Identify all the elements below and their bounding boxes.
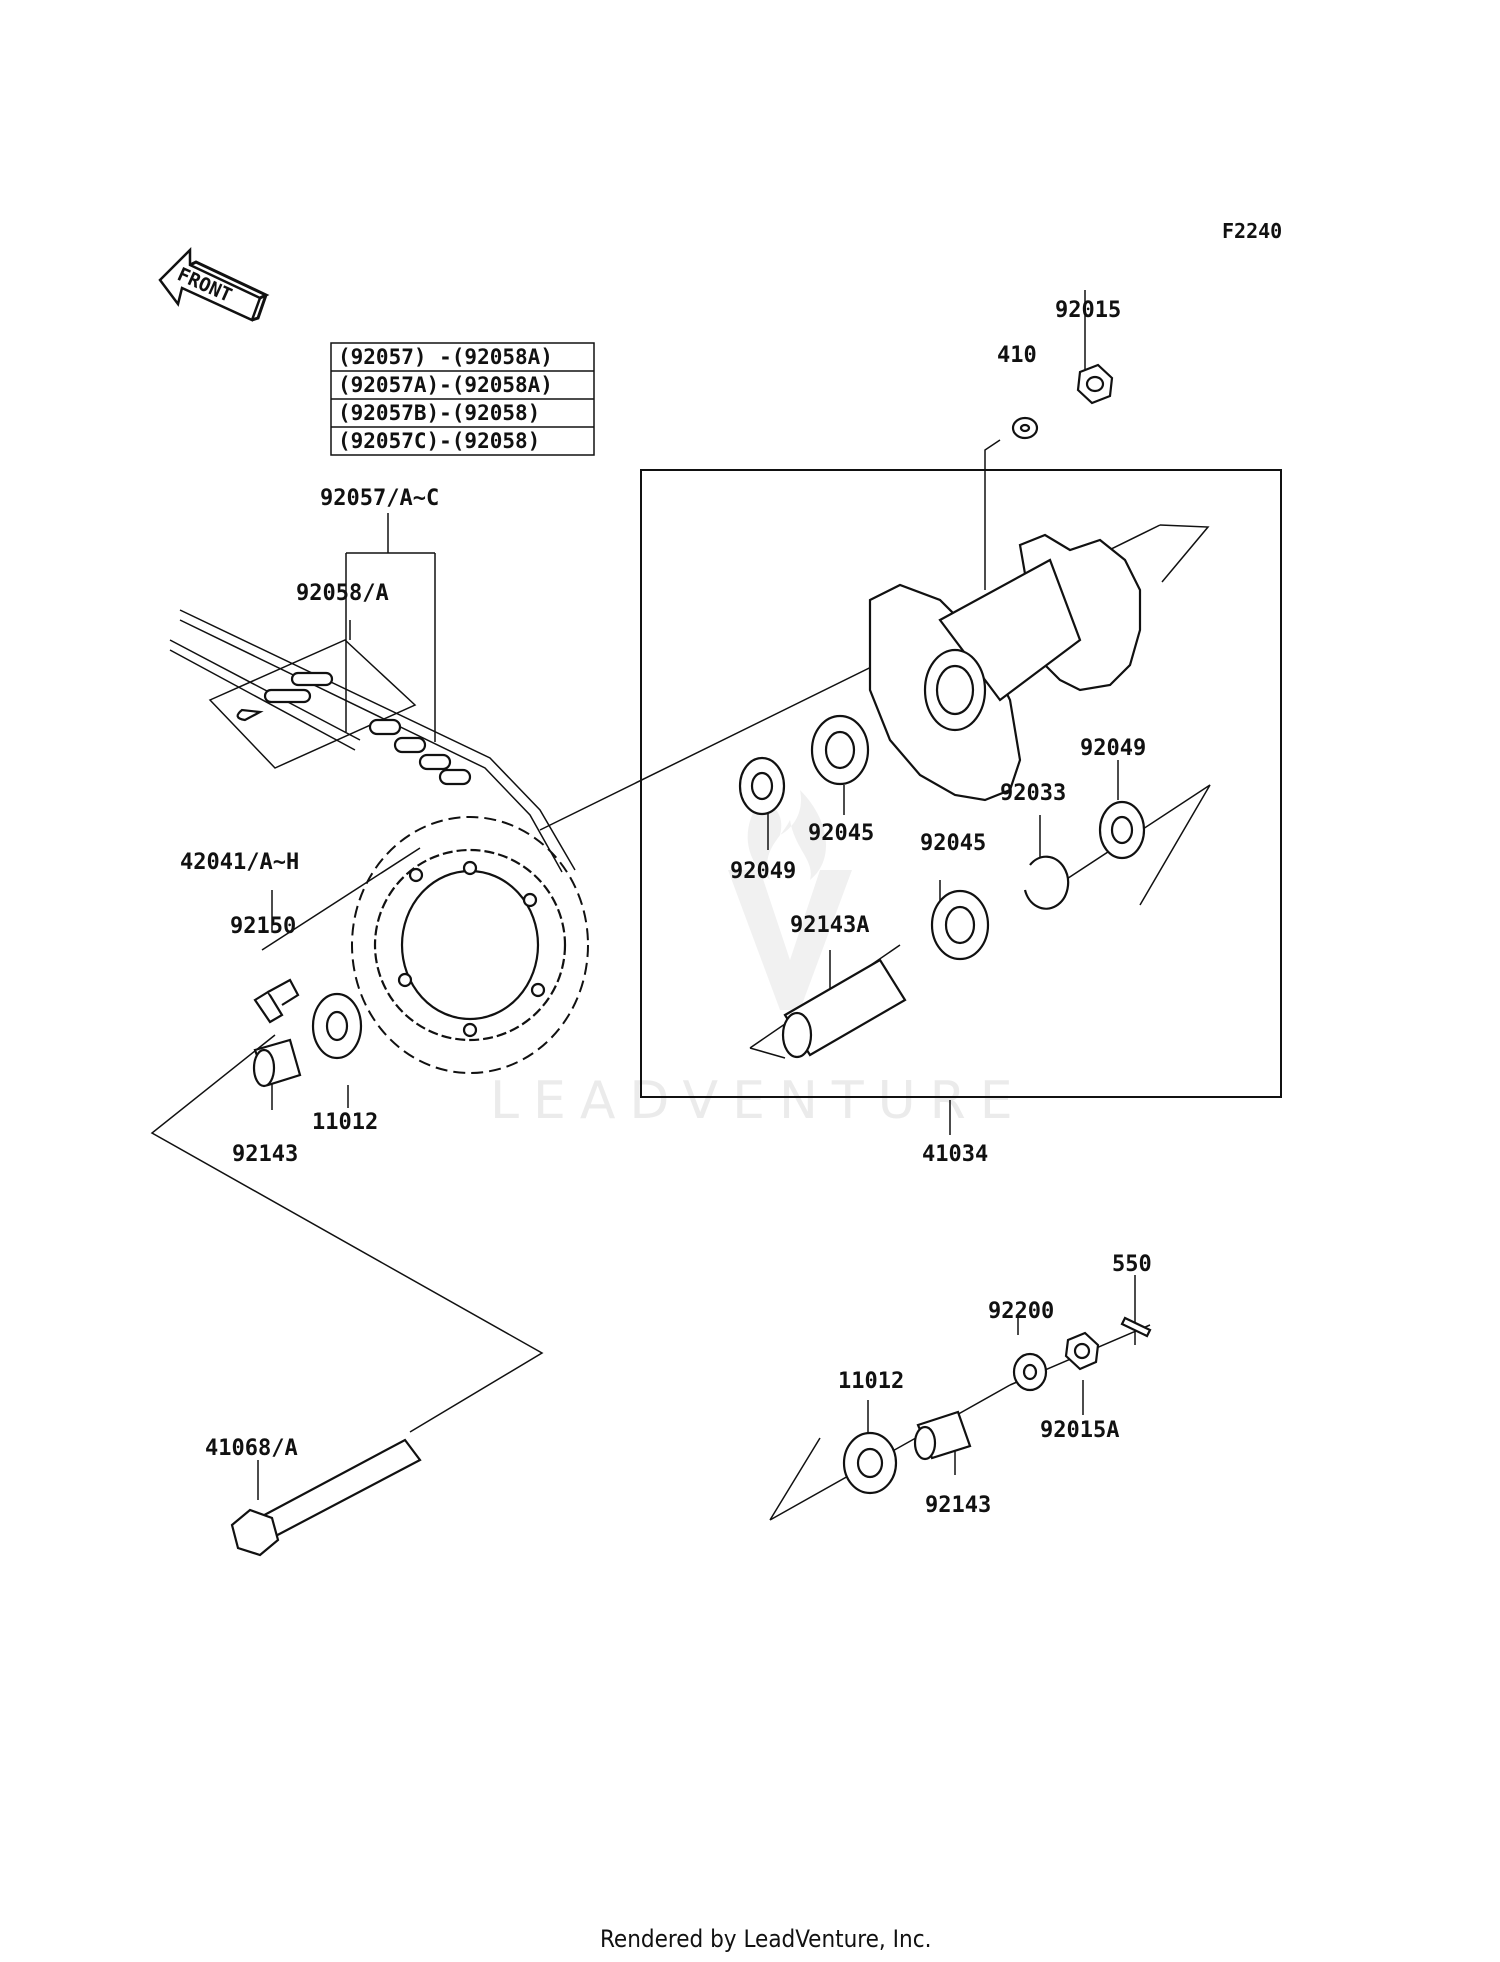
label-11012-right: 11012 bbox=[838, 1369, 904, 1394]
label-11012-left: 11012 bbox=[312, 1110, 378, 1135]
rear-hub bbox=[868, 533, 1142, 802]
label-41034: 41034 bbox=[922, 1142, 988, 1167]
front-label: FRONT bbox=[174, 263, 235, 306]
drive-chain bbox=[169, 609, 576, 873]
table-row-4: (92057C)-(92058) bbox=[338, 429, 540, 453]
part-labels: 92015 410 92057/A~C 92058/A 92049 92033 … bbox=[180, 298, 1152, 1518]
watermark-text: LEADVENTURE bbox=[490, 1071, 1027, 1131]
figure-ref: F2240 bbox=[1222, 219, 1282, 243]
label-92143-right: 92143 bbox=[925, 1493, 991, 1518]
label-92150: 92150 bbox=[230, 914, 296, 939]
footer-credit: Rendered by LeadVenture, Inc. bbox=[600, 1925, 931, 1953]
label-41068: 41068/A bbox=[205, 1436, 298, 1461]
label-92200: 92200 bbox=[988, 1299, 1054, 1324]
label-92143-left: 92143 bbox=[232, 1142, 298, 1167]
chain-variant-table: (92057) -(92058A) (92057A)-(92058A) (920… bbox=[330, 342, 595, 456]
label-92045-right: 92045 bbox=[920, 831, 986, 856]
label-92033: 92033 bbox=[1000, 781, 1066, 806]
label-92015A: 92015A bbox=[1040, 1418, 1119, 1443]
leader-lines bbox=[150, 290, 1211, 1521]
label-92049-left: 92049 bbox=[730, 859, 796, 884]
label-92049-right: 92049 bbox=[1080, 736, 1146, 761]
front-arrow-icon: FRONT bbox=[158, 246, 270, 322]
label-92058: 92058/A bbox=[296, 581, 389, 606]
hub-assembly-frame bbox=[640, 469, 1282, 1098]
watermark: LEADVENTURE bbox=[490, 790, 1027, 1131]
label-410: 410 bbox=[997, 343, 1037, 368]
table-row-1: (92057) -(92058A) bbox=[338, 345, 553, 369]
label-92045-left: 92045 bbox=[808, 821, 874, 846]
table-row-2: (92057A)-(92058A) bbox=[338, 373, 553, 397]
label-92057: 92057/A~C bbox=[320, 486, 439, 511]
small-parts bbox=[230, 363, 1152, 1557]
table-row-3: (92057B)-(92058) bbox=[338, 401, 540, 425]
label-42041: 42041/A~H bbox=[180, 850, 299, 875]
label-550: 550 bbox=[1112, 1252, 1152, 1277]
label-92143A: 92143A bbox=[790, 913, 869, 938]
rear-sprocket bbox=[351, 816, 589, 1074]
label-92015: 92015 bbox=[1055, 298, 1121, 323]
